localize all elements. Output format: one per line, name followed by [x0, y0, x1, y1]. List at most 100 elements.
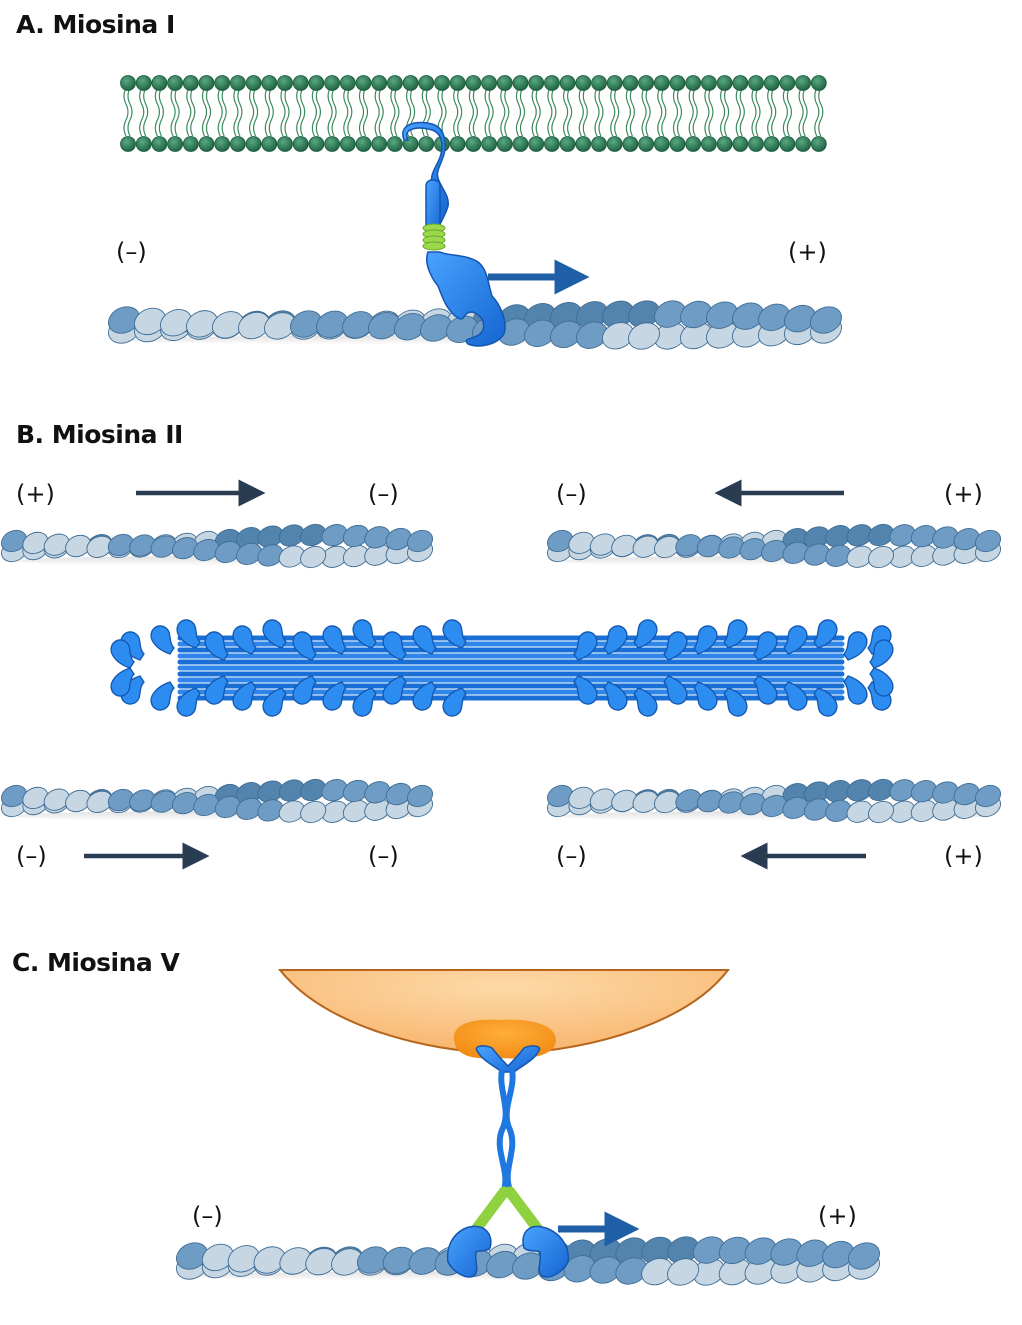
myosin-i-head: [426, 251, 506, 347]
actin-monomer: [953, 783, 980, 806]
actin-monomer: [300, 545, 327, 569]
myosin-ii-head: [352, 619, 377, 649]
actin-monomer: [150, 535, 177, 558]
myosin-ii-head: [603, 681, 628, 711]
actin-monomer: [364, 526, 391, 549]
lipid-tail: [343, 87, 349, 137]
myosin-ii-head: [663, 675, 688, 705]
myosin-ii-head: [573, 631, 598, 661]
actin-monomer: [796, 1239, 829, 1267]
actin-monomer: [150, 790, 177, 813]
actin-monomer: [910, 525, 937, 548]
myosin-ii-head: [352, 687, 377, 717]
lipid-head: [465, 136, 482, 152]
lipid-head: [402, 75, 419, 91]
lipid-tail: [661, 87, 667, 137]
actin-monomer: [675, 534, 702, 557]
myosin-ii-thick-filament: [110, 619, 894, 717]
lipid-tail: [657, 87, 663, 137]
lipid-head: [418, 75, 435, 91]
lipid-tail: [468, 87, 474, 137]
myosin-ii-head: [232, 625, 257, 655]
lipid-tail: [268, 87, 274, 137]
lipid-tail: [315, 87, 321, 137]
lipid-head: [182, 136, 199, 152]
panel-a-minus-end-label: (–): [116, 238, 147, 266]
actin-monomer: [214, 540, 241, 564]
lipid-head: [245, 75, 262, 91]
lipid-head: [606, 136, 623, 152]
lipid-head: [653, 75, 670, 91]
lipid-tail: [264, 87, 270, 137]
myosin-ii-head: [813, 619, 838, 649]
actin-monomer: [486, 1250, 519, 1279]
lipid-tail: [504, 87, 510, 137]
lipid-tail: [708, 87, 714, 137]
myosin-ii-head: [693, 625, 718, 655]
lipid-head: [120, 136, 136, 152]
cargo-adaptor-protein: [453, 1019, 556, 1059]
myosin-ii-head: [723, 687, 748, 717]
actin-monomer: [129, 534, 156, 557]
actin-monomer: [868, 800, 894, 824]
lipid-tail: [374, 87, 380, 137]
actin-monomer: [257, 799, 284, 822]
lipid-tail: [515, 87, 522, 137]
lipid-tail: [535, 87, 541, 137]
actin-monomer: [22, 786, 49, 810]
myosin-ii-head: [753, 675, 778, 705]
lipid-head: [339, 136, 356, 152]
lipid-head: [810, 136, 827, 152]
lipid-tail: [347, 87, 353, 137]
actin-monomer: [628, 322, 660, 350]
myosin-ii-head: [176, 619, 201, 649]
lipid-tail: [720, 87, 726, 137]
actin-monomer: [932, 526, 959, 549]
panel-c-title: C. Miosina V: [12, 948, 180, 977]
lipid-head: [418, 136, 435, 152]
lipid-head: [198, 136, 215, 152]
actin-monomer: [611, 789, 638, 812]
myosin-ii-head: [412, 681, 437, 711]
lipid-tail: [786, 87, 792, 137]
actin-monomer: [300, 800, 327, 824]
lipid-head: [434, 75, 450, 91]
lipid-head: [638, 75, 654, 91]
actin-monomer: [825, 544, 852, 567]
lipid-head: [575, 75, 592, 91]
lipid-tail: [531, 87, 537, 137]
actin-monomer: [129, 789, 156, 812]
myosin-v-lever-arm-left: [468, 1186, 510, 1238]
actin-monomer: [547, 784, 573, 808]
panel-b-title: B. Miosina II: [16, 420, 183, 449]
actin-monomer: [568, 786, 595, 809]
lipid-tail: [143, 87, 149, 137]
myosin-ii-head: [232, 681, 257, 711]
lipid-tail: [547, 87, 553, 137]
myosin-ii-head: [753, 631, 778, 661]
lipid-tail: [814, 87, 820, 137]
lipid-head: [795, 75, 811, 91]
lipid-tail: [217, 87, 223, 137]
lipid-tail: [174, 87, 180, 137]
lipid-head: [167, 136, 184, 152]
myosin-ii-head: [322, 681, 347, 711]
lipid-head: [810, 75, 827, 91]
myosin-ii-head: [262, 687, 287, 717]
lipid-tail: [818, 87, 824, 137]
lipid-head: [732, 75, 749, 91]
lipid-tail: [724, 87, 730, 137]
panel-b-br-left-label: (–): [556, 842, 587, 870]
myosin-ii-head: [783, 625, 808, 655]
lipid-head: [324, 75, 341, 91]
lipid-tail: [629, 87, 635, 137]
lipid-head: [763, 75, 780, 91]
lipid-head: [732, 136, 749, 152]
lipid-tail: [249, 87, 255, 137]
myosin-ii-head: [150, 625, 175, 655]
lipid-tail: [614, 87, 620, 137]
lipid-head: [151, 136, 168, 152]
actin-monomer: [394, 313, 426, 341]
lipid-head: [371, 75, 388, 91]
actin-monomer: [825, 799, 852, 822]
